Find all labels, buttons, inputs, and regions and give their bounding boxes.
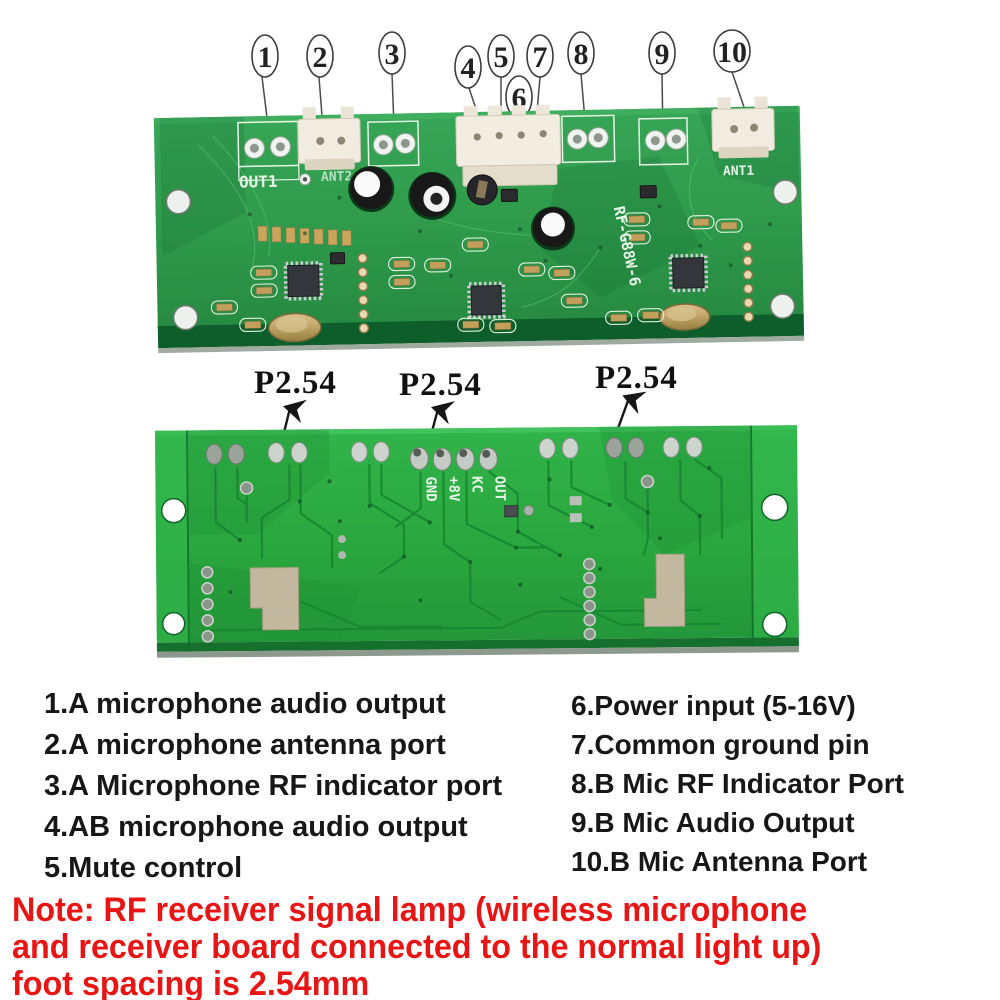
rf-indicator-pads-b: [561, 114, 616, 164]
ant-right-silkscreen-label: ANT1: [723, 164, 755, 180]
bottom-board-traces: [209, 458, 724, 632]
pitch-label-1: P2.54: [254, 365, 337, 401]
note-line-3: foot spacing is 2.54mm: [12, 965, 370, 1000]
callout-10-number: 10: [717, 36, 747, 69]
callout-5: 5: [487, 34, 515, 78]
smd-components: [210, 195, 772, 334]
callout-3: 3: [378, 31, 406, 75]
callout-2: 2: [306, 34, 334, 78]
callout-5-number: 5: [494, 41, 509, 74]
tinned-copper-areas: [249, 553, 686, 631]
callout-9: 9: [648, 31, 676, 75]
pitch-annotations: P2.54 P2.54 P2.54: [254, 360, 678, 451]
callout-4-number: 4: [461, 52, 476, 85]
antenna-connector-b: [711, 96, 775, 159]
top-board-via-columns: [357, 241, 754, 334]
note-line-1: Note: RF receiver signal lamp (wireless …: [12, 891, 808, 929]
callout-4: 4: [454, 45, 482, 89]
crystal-oscillators: [268, 303, 711, 343]
callout-8: 8: [567, 31, 595, 75]
note-line-2: and receiver board connected to the norm…: [12, 928, 822, 966]
bottom-board-vias: [200, 474, 655, 643]
callout-10: 10: [713, 29, 751, 73]
bottom-board-photo: GND +8V KC OUT: [155, 425, 799, 658]
legend-item-10: 10.B Mic Antenna Port: [571, 846, 868, 877]
pitch-label-2: P2.54: [399, 367, 482, 403]
pin-label-kc: KC: [468, 476, 484, 493]
legend-item-2: 2.A microphone antenna port: [44, 729, 446, 761]
bottom-board-via-dots: [228, 465, 712, 603]
legend-item-1: 1.A microphone audio output: [44, 688, 446, 720]
legend-item-7: 7.Common ground pin: [571, 729, 870, 760]
annotated-pcb-diagram: 1 2 3 4 5 6 7 8: [153, 29, 805, 658]
legend-item-4: 4.AB microphone audio output: [44, 811, 468, 843]
legend-left-column: 1.A microphone audio output 2.A micropho…: [44, 684, 502, 889]
bottom-board-small-parts: [337, 496, 582, 560]
qfn-ics: [283, 253, 709, 320]
top-board-photo: OUT1 ANT2: [153, 96, 805, 354]
inductor: [466, 174, 498, 206]
ant-left-silkscreen-label: ANT2: [321, 169, 353, 185]
out1-silkscreen-label: OUT1: [239, 172, 278, 192]
bottom-board-pin-labels: GND +8V KC OUT: [422, 476, 507, 502]
bottom-board-mount-holes: [160, 493, 789, 638]
callout-1-number: 1: [258, 41, 273, 74]
note-text: Note: RF receiver signal lamp (wireless …: [12, 892, 821, 1000]
callout-3-number: 3: [385, 38, 400, 71]
callout-7: 7: [526, 34, 554, 78]
pin-label-out: OUT: [491, 476, 507, 501]
callout-7-number: 7: [533, 41, 548, 74]
callout-1: 1: [251, 34, 279, 78]
bottom-board-pad-row: [205, 436, 703, 471]
legend-item-8: 8.B Mic RF Indicator Port: [571, 768, 904, 799]
main-io-connector: [455, 104, 562, 187]
audio-out-pads-b: [638, 117, 689, 166]
pin-label-gnd: GND: [422, 476, 438, 501]
pitch-label-3: P2.54: [595, 360, 678, 396]
audio-out-pads-a: [237, 120, 311, 186]
callout-8-number: 8: [574, 38, 589, 71]
legend-item-9: 9.B Mic Audio Output: [571, 807, 855, 838]
rf-indicator-pads-a: [367, 120, 420, 167]
antenna-connector-a: [297, 106, 362, 171]
callout-2-number: 2: [313, 41, 328, 74]
top-board-mount-holes: [165, 179, 799, 331]
callout-9-number: 9: [655, 38, 670, 71]
power-pad-group: [409, 447, 498, 471]
legend-right-column: 6.Power input (5-16V) 7.Common ground pi…: [571, 686, 904, 881]
legend-item-6: 6.Power input (5-16V): [571, 690, 856, 721]
legend-item-5: 5.Mute control: [44, 852, 243, 884]
sot23-transistors: [329, 185, 657, 265]
legend-item-3: 3.A Microphone RF indicator port: [44, 770, 503, 802]
electrolytic-capacitors: [348, 166, 575, 251]
pin-label-8v: +8V: [445, 476, 461, 502]
